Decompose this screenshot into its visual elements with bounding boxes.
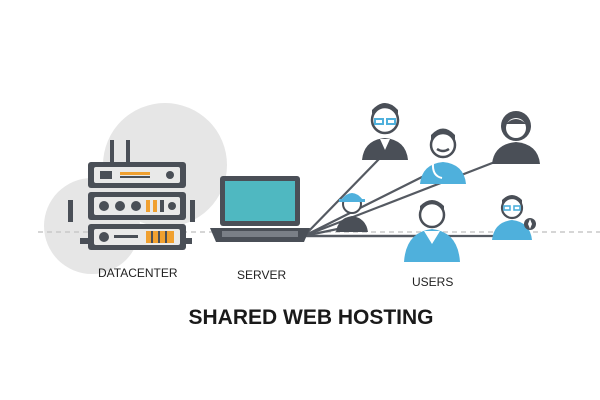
server-rack-icon — [68, 140, 195, 250]
datacenter-label: DATACENTER — [98, 266, 178, 280]
users-label: USERS — [412, 275, 454, 289]
connection-line — [303, 157, 381, 237]
user-mustache-icon — [420, 128, 466, 184]
user-blue-icon — [404, 200, 460, 262]
diagram-title: SHARED WEB HOSTING — [188, 306, 434, 329]
user-glasses-icon — [362, 103, 408, 160]
user-woman-icon — [492, 111, 540, 164]
connection-line — [303, 158, 501, 238]
user-tie-icon — [492, 195, 536, 240]
user-helmet-icon — [336, 193, 368, 232]
server-label: SERVER — [237, 268, 287, 282]
connection-line — [303, 167, 441, 237]
laptop-icon — [210, 176, 310, 242]
connection-lines — [303, 157, 508, 238]
